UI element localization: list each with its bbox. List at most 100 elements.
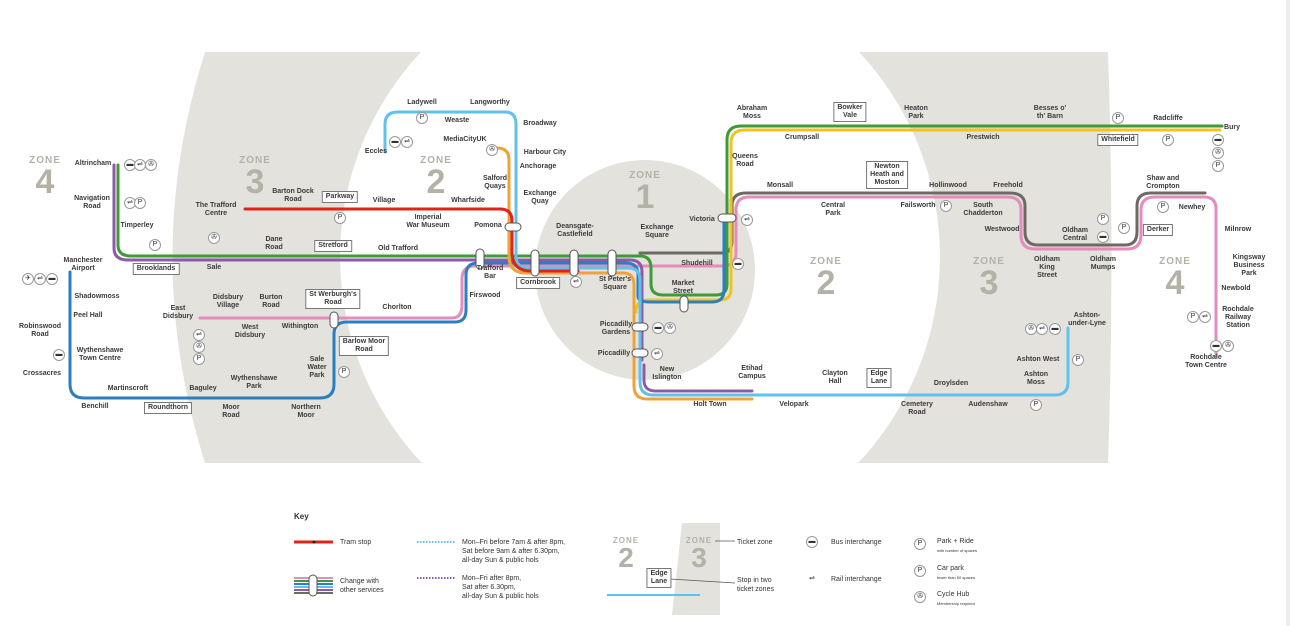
station-label[interactable]: Wharfside (451, 197, 485, 204)
station-label[interactable]: Exchange Square (640, 224, 674, 239)
station-label[interactable]: Exchange Quay (523, 190, 557, 205)
station-label[interactable]: Eccles (364, 148, 388, 155)
station-label[interactable]: Etihad Campus (738, 365, 766, 380)
station-label[interactable]: Market Street (671, 280, 695, 295)
station-label[interactable]: Village (372, 197, 396, 204)
station-label[interactable]: Hollinwood (929, 182, 967, 189)
station-label[interactable]: Oldham Mumps (1089, 256, 1117, 271)
station-label[interactable]: Oldham Central (1061, 227, 1089, 242)
station-label[interactable]: Barton Dock Road (272, 188, 314, 203)
station-label[interactable]: Northern Moor (291, 404, 321, 419)
station-label[interactable]: Peel Hall (73, 312, 103, 319)
station-label[interactable]: Moor Road (222, 404, 240, 419)
station-label[interactable]: East Didsbury (162, 305, 194, 320)
station-label[interactable]: West Didsbury (234, 324, 266, 339)
station-label[interactable]: Ashton- under-Lyne (1068, 312, 1106, 327)
station-label[interactable]: Milnrow (1224, 226, 1252, 233)
station-label[interactable]: Holt Town (693, 401, 727, 408)
station-label[interactable]: New Islington (652, 366, 682, 381)
station-label[interactable]: Brooklands (132, 263, 180, 275)
station-label[interactable]: Langworthy (470, 99, 510, 106)
station-label[interactable]: Audenshaw (968, 401, 1008, 408)
station-label[interactable]: Stretford (314, 240, 352, 252)
station-label[interactable]: Droylsden (933, 380, 969, 387)
station-label[interactable]: Cornbrook (516, 277, 560, 289)
station-label[interactable]: Newhey (1178, 204, 1206, 211)
station-label[interactable]: Rochdale Railway Station (1222, 306, 1254, 329)
station-label[interactable]: Besses o' th' Barn (1033, 105, 1067, 120)
station-label[interactable]: Rochdale Town Centre (1185, 354, 1227, 369)
station-label[interactable]: Pomona (474, 222, 502, 229)
station-label[interactable]: Manchester Airport (63, 257, 103, 272)
station-label[interactable]: Robinswood Road (19, 323, 61, 338)
station-label[interactable]: Freehold (993, 182, 1023, 189)
station-label[interactable]: Central Park (820, 202, 846, 217)
station-label[interactable]: Clayton Hall (822, 370, 848, 385)
station-label[interactable]: Roundthorn (143, 402, 193, 414)
station-label[interactable]: Piccadilly Gardens (599, 321, 633, 336)
station-label[interactable]: Edge Lane (866, 368, 892, 388)
station-label[interactable]: Timperley (120, 222, 154, 229)
station-label[interactable]: The Trafford Centre (195, 202, 237, 217)
station-label[interactable]: Withington (281, 323, 319, 330)
station-label[interactable]: Shudehill (681, 260, 713, 267)
station-label[interactable]: St Werburgh's Road (305, 289, 361, 309)
station-label[interactable]: Abraham Moss (736, 105, 768, 120)
station-label[interactable]: Radcliffe (1153, 115, 1183, 122)
station-label[interactable]: South Chadderton (963, 202, 1003, 217)
station-label[interactable]: Newbold (1221, 285, 1251, 292)
station-label[interactable]: Monsall (766, 182, 794, 189)
station-label[interactable]: Wythenshawe Park (230, 375, 278, 390)
station-label[interactable]: Baguley (189, 385, 217, 392)
station-label[interactable]: Bowker Vale (833, 102, 867, 122)
station-label[interactable]: Shadowmoss (74, 293, 120, 300)
station-label[interactable]: Burton Road (259, 294, 283, 309)
station-label[interactable]: Martinscroft (107, 385, 149, 392)
line-blue-airport (68, 213, 726, 400)
station-label[interactable]: Crossacres (22, 370, 62, 377)
station-label[interactable]: Newton Heath and Moston (866, 161, 908, 189)
station-label[interactable]: Ashton Moss (1023, 371, 1049, 386)
station-label[interactable]: Ashton West (1016, 356, 1060, 363)
station-label[interactable]: Bury (1224, 124, 1240, 131)
station-label[interactable]: Ladywell (407, 99, 437, 106)
station-label[interactable]: Victoria (689, 216, 715, 223)
station-label[interactable]: Firswood (469, 292, 501, 299)
station-label[interactable]: Benchill (81, 403, 109, 410)
station-label[interactable]: Sale (206, 264, 222, 271)
station-label[interactable]: Failsworth (900, 202, 936, 209)
station-label[interactable]: Altrincham (74, 160, 112, 167)
station-label[interactable]: Kingsway Business Park (1232, 254, 1266, 277)
station-label[interactable]: St Peter's Square (598, 276, 632, 291)
station-label[interactable]: Whitefield (1097, 134, 1139, 146)
station-label[interactable]: Prestwich (966, 134, 1000, 141)
station-label[interactable]: Derker (1142, 224, 1174, 236)
station-label[interactable]: Shaw and Crompton (1146, 175, 1180, 190)
station-label[interactable]: Chorlton (382, 304, 412, 311)
station-label[interactable]: Trafford Bar (476, 265, 504, 280)
station-label[interactable]: Queens Road (732, 153, 758, 168)
station-label[interactable]: Heaton Park (904, 105, 928, 120)
station-label[interactable]: Salford Quays (482, 175, 508, 190)
station-label[interactable]: Westwood (984, 226, 1020, 233)
station-label[interactable]: Dane Road (265, 236, 283, 251)
station-label[interactable]: Broadway (523, 120, 557, 127)
station-label[interactable]: Harbour City (523, 149, 567, 156)
station-label[interactable]: Wythenshawe Town Centre (76, 347, 124, 362)
station-label[interactable]: Anchorage (519, 163, 557, 170)
station-label[interactable]: Old Trafford (377, 245, 419, 252)
station-label[interactable]: Weaste (444, 117, 470, 124)
station-label[interactable]: Navigation Road (74, 195, 110, 210)
station-label[interactable]: Velopark (779, 401, 809, 408)
station-label[interactable]: Piccadilly (597, 350, 631, 357)
station-label[interactable]: MediaCityUK (443, 136, 487, 143)
station-label[interactable]: Sale Water Park (307, 356, 327, 379)
station-label[interactable]: Imperial War Museum (406, 214, 450, 229)
station-label[interactable]: Crumpsall (784, 134, 820, 141)
station-label[interactable]: Oldham King Street (1033, 256, 1061, 279)
station-label[interactable]: Cemetery Road (901, 401, 933, 416)
station-label[interactable]: Parkway (321, 191, 359, 203)
station-label[interactable]: Didsbury Village (212, 294, 244, 309)
station-label[interactable]: Barlow Moor Road (338, 336, 390, 356)
station-label[interactable]: Deansgate- Castlefield (556, 223, 594, 238)
